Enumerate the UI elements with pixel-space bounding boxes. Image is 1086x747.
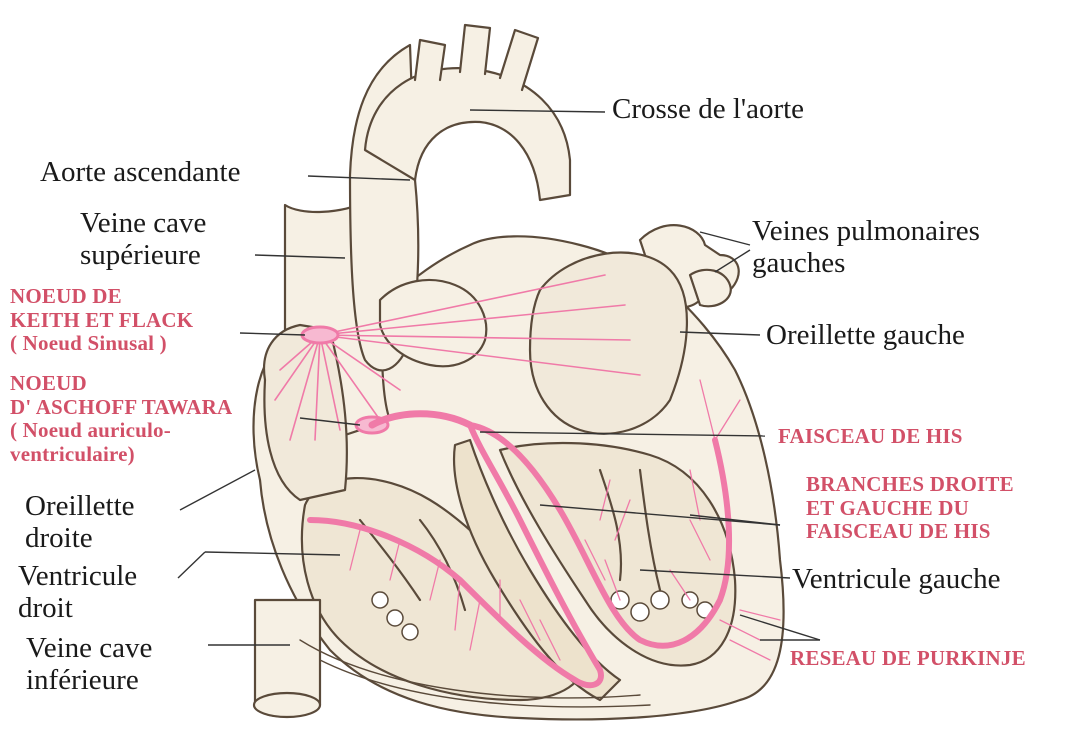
label-line: droite bbox=[25, 522, 135, 554]
label-crosse-aorte: Crosse de l'aorte bbox=[612, 93, 804, 125]
label-line: NOEUD bbox=[10, 372, 232, 396]
label-line: D' ASCHOFF TAWARA bbox=[10, 396, 232, 420]
label-noeud-aschoff-tawara: NOEUD D' ASCHOFF TAWARA ( Noeud auriculo… bbox=[10, 372, 232, 466]
label-line: Ventricule bbox=[18, 560, 137, 592]
heart-anatomy-drawing bbox=[253, 25, 783, 719]
label-line: Veine cave bbox=[26, 632, 152, 664]
label-line: KEITH ET FLACK bbox=[10, 309, 193, 333]
label-reseau-purkinje: RESEAU DE PURKINJE bbox=[790, 647, 1026, 671]
leader-vd bbox=[178, 552, 205, 578]
label-line: Veines pulmonaires bbox=[752, 215, 980, 247]
leader-veines-pulm-1 bbox=[700, 232, 750, 245]
label-line: Veine cave bbox=[80, 207, 206, 239]
label-line: Oreillette bbox=[25, 490, 135, 522]
label-line: ET GAUCHE DU bbox=[806, 497, 1014, 521]
label-line: BRANCHES DROITE bbox=[806, 473, 1014, 497]
label-line: ( Noeud auriculo- bbox=[10, 419, 232, 443]
leader-od bbox=[180, 470, 255, 510]
label-faisceau-his: FAISCEAU DE HIS bbox=[778, 425, 963, 449]
label-line: ( Noeud Sinusal ) bbox=[10, 332, 193, 356]
label-noeud-keith-flack: NOEUD DE KEITH ET FLACK ( Noeud Sinusal … bbox=[10, 285, 193, 356]
label-ventricule-gauche: Ventricule gauche bbox=[792, 563, 1001, 595]
label-oreillette-gauche: Oreillette gauche bbox=[766, 319, 965, 351]
label-line: ventriculaire) bbox=[10, 443, 232, 467]
label-veine-cave-superieure: Veine cave supérieure bbox=[80, 207, 206, 272]
label-line: droit bbox=[18, 592, 137, 624]
label-ventricule-droit: Ventricule droit bbox=[18, 560, 137, 625]
label-line: gauches bbox=[752, 247, 980, 279]
label-aorte-ascendante: Aorte ascendante bbox=[40, 156, 240, 188]
label-line: supérieure bbox=[80, 239, 206, 271]
label-branches-faisceau: BRANCHES DROITE ET GAUCHE DU FAISCEAU DE… bbox=[806, 473, 1014, 544]
label-veines-pulmonaires: Veines pulmonaires gauches bbox=[752, 215, 980, 280]
label-line: NOEUD DE bbox=[10, 285, 193, 309]
label-line: inférieure bbox=[26, 664, 152, 696]
label-oreillette-droite: Oreillette droite bbox=[25, 490, 135, 555]
left-atrium-shape bbox=[530, 253, 687, 434]
sinus-node bbox=[302, 327, 338, 343]
label-veine-cave-inferieure: Veine cave inférieure bbox=[26, 632, 152, 697]
label-line: FAISCEAU DE HIS bbox=[806, 520, 1014, 544]
